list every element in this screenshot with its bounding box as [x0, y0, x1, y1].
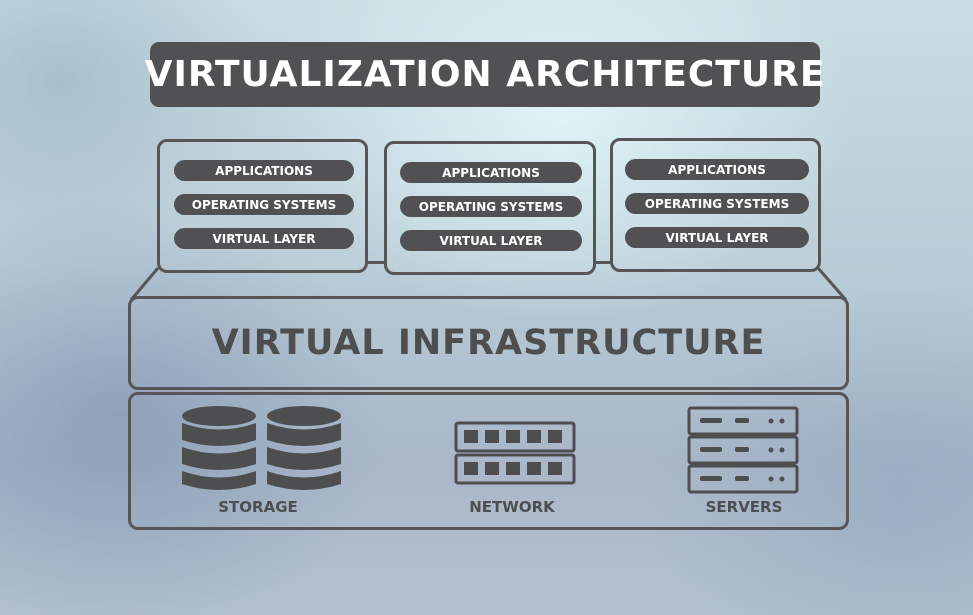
servers-label: SERVERS [705, 498, 783, 516]
right-roof-line [816, 267, 848, 301]
vm-connector-right [594, 261, 612, 264]
vm-layer-applications: APPLICATIONS [174, 160, 354, 181]
physical-resources-box [128, 392, 849, 530]
virtual-infrastructure-label: VIRTUAL INFRASTRUCTURE [211, 323, 766, 363]
switch-port [464, 462, 478, 475]
title-banner: VIRTUALIZATION ARCHITECTURE [145, 42, 824, 107]
storage-label: STORAGE [218, 498, 298, 516]
vm-layer-virtual-layer: VIRTUAL LAYER [174, 228, 354, 249]
virtual-machine-3: APPLICATIONS OPERATING SYSTEMS VIRTUAL L… [610, 138, 821, 272]
virtual-machine-1: APPLICATIONS OPERATING SYSTEMS VIRTUAL L… [157, 139, 368, 273]
vm-layer-operating-systems: OPERATING SYSTEMS [400, 196, 582, 217]
vm-layer-applications: APPLICATIONS [400, 162, 582, 183]
switch-port [506, 462, 520, 475]
vm-layer-virtual-layer: VIRTUAL LAYER [400, 230, 582, 251]
switch-port [548, 430, 562, 443]
switch-port [464, 430, 478, 443]
vm-layer-operating-systems: OPERATING SYSTEMS [625, 193, 809, 214]
switch-port [548, 462, 562, 475]
switch-port [527, 430, 541, 443]
vm-layer-applications: APPLICATIONS [625, 159, 809, 180]
switch-port [485, 430, 499, 443]
vm-layer-operating-systems: OPERATING SYSTEMS [174, 194, 354, 215]
vm-layer-virtual-layer: VIRTUAL LAYER [625, 227, 809, 248]
switch-port [506, 430, 520, 443]
diagram-title: VIRTUALIZATION ARCHITECTURE [144, 54, 826, 95]
switch-port [527, 462, 541, 475]
virtual-infrastructure-box: VIRTUAL INFRASTRUCTURE [128, 296, 849, 390]
left-roof-line [129, 267, 160, 301]
vm-connector-left [366, 261, 386, 264]
virtual-machine-2: APPLICATIONS OPERATING SYSTEMS VIRTUAL L… [384, 141, 596, 275]
network-label: NETWORK [469, 498, 555, 516]
switch-port [485, 462, 499, 475]
